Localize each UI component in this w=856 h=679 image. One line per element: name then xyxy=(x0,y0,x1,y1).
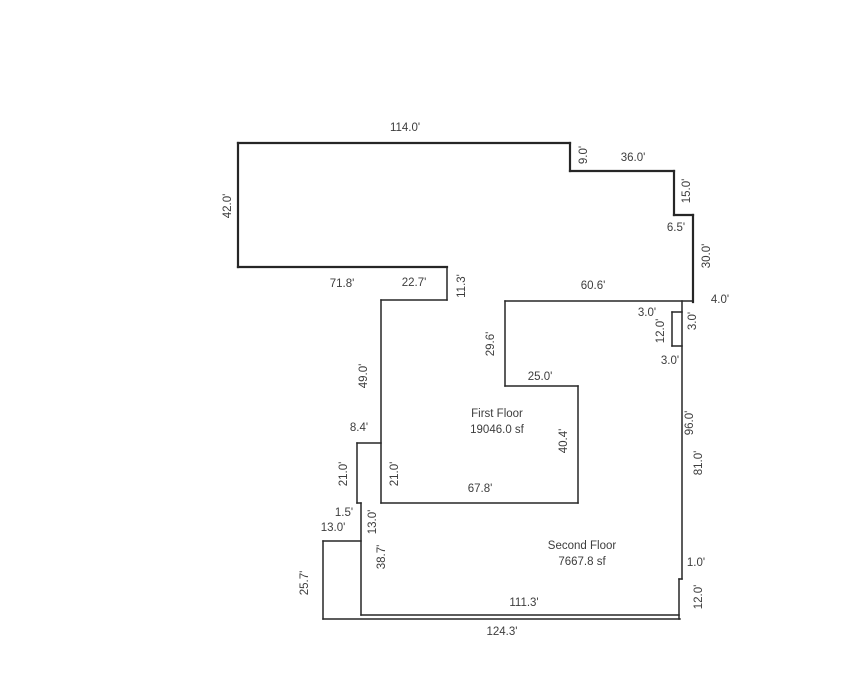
dimension-label: 12.0' xyxy=(693,585,705,610)
dimension-label: 12.0' xyxy=(655,319,667,344)
dimension-label: 40.4' xyxy=(558,429,570,454)
dimension-label: 4.0' xyxy=(711,294,729,306)
dimension-label: 38.7' xyxy=(376,545,388,570)
dimension-label: 13.0' xyxy=(367,510,379,535)
dimension-label: 30.0' xyxy=(701,244,713,269)
dimension-label: 6.5' xyxy=(667,222,685,234)
dimension-label: 8.4' xyxy=(350,422,368,434)
dimension-label: 114.0' xyxy=(390,122,420,134)
dimension-label: 36.0' xyxy=(621,152,646,164)
floor-area-label: 7667.8 sf xyxy=(558,556,606,568)
dimension-label: 3.0' xyxy=(661,355,679,367)
dimension-label: 21.0' xyxy=(338,462,350,487)
dimension-label: 11.3' xyxy=(456,274,468,298)
dimension-label: 21.0' xyxy=(389,462,401,487)
dimension-label: 1.5' xyxy=(335,507,353,519)
dimension-label: 81.0' xyxy=(693,451,705,476)
dimension-label: 3.0' xyxy=(687,312,699,330)
dimension-label: 25.0' xyxy=(528,371,553,383)
dimension-label: 71.8' xyxy=(330,278,355,290)
dimension-label: 124.3' xyxy=(487,626,518,638)
floor-name-label: First Floor xyxy=(471,408,523,420)
dimension-label: 42.0' xyxy=(222,194,234,219)
dimension-label: 15.0' xyxy=(681,179,693,204)
floor-name-label: Second Floor xyxy=(548,540,617,552)
dimension-label: 29.6' xyxy=(485,332,497,357)
floor-area-label: 19046.0 sf xyxy=(470,424,525,436)
dimension-label: 96.0' xyxy=(684,411,696,436)
dimension-label: 1.0' xyxy=(687,557,705,569)
dimension-label: 13.0' xyxy=(321,522,346,534)
dimension-label: 60.6' xyxy=(581,280,606,292)
dimension-label: 3.0' xyxy=(638,307,656,319)
dimension-label: 111.3' xyxy=(509,597,538,609)
dimension-label: 49.0' xyxy=(358,364,370,389)
dimension-label: 25.7' xyxy=(299,571,311,596)
dimension-label: 67.8' xyxy=(468,483,493,495)
dimension-label: 9.0' xyxy=(578,146,590,164)
dimension-label: 22.7' xyxy=(402,277,427,289)
